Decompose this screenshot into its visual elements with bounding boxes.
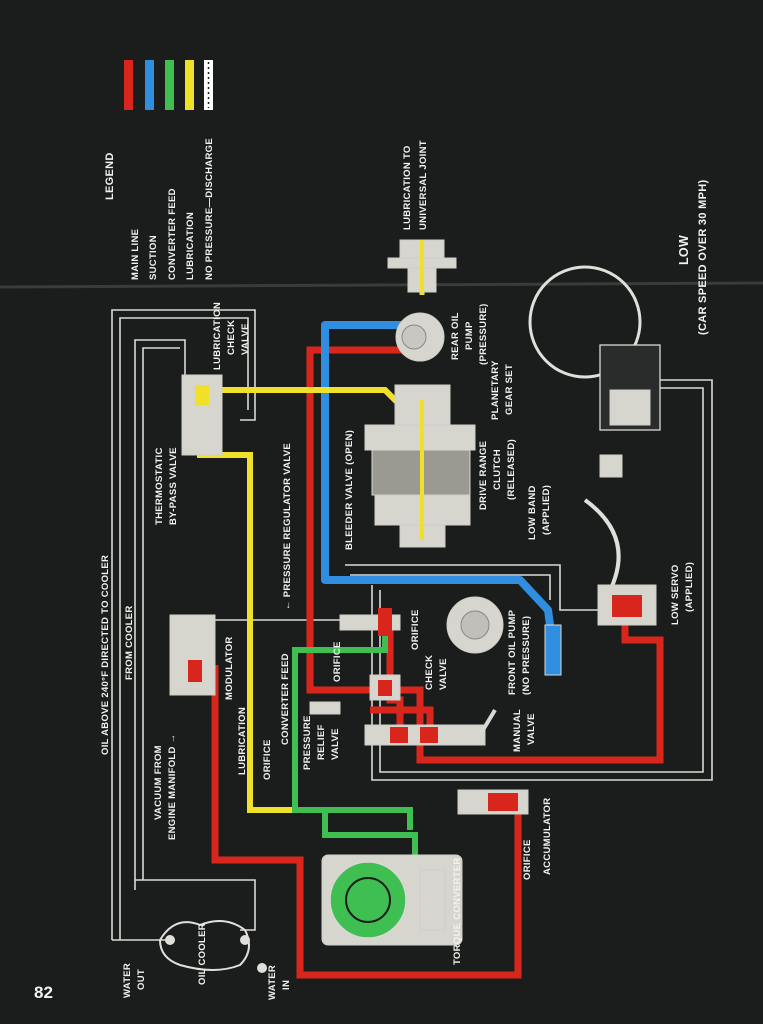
label-lube-check-3: VALVE	[240, 323, 251, 355]
diagram-title: LOW	[677, 235, 691, 265]
label-vacuum-2: ENGINE MANIFOLD →	[167, 734, 178, 840]
label-oil-above: OIL ABOVE 240°F DIRECTED TO COOLER	[100, 555, 111, 755]
legend-swatch-suction	[145, 60, 154, 110]
torque-converter	[321, 854, 463, 946]
oil-cooler	[159, 920, 267, 973]
label-accumulator: ACCUMULATOR	[542, 798, 553, 875]
label-rear-pump-2: PUMP	[464, 321, 475, 350]
label-planetary-2: GEAR SET	[504, 364, 515, 415]
legend-item-main-line: MAIN LINE	[124, 60, 141, 280]
label-orifice-c: ORIFICE	[410, 609, 421, 650]
legend-item-no-pressure: NO PRESSURE—DISCHARGE	[204, 60, 215, 280]
legend-swatch-lubrication	[185, 60, 194, 110]
label-relief-1: PRESSURE	[302, 715, 313, 770]
label-check-valve-1: CHECK	[424, 655, 435, 690]
label-bleeder-valve: BLEEDER VALVE (OPEN)	[344, 430, 355, 550]
label-front-pump-2: (NO PRESSURE)	[521, 616, 532, 695]
label-low-band-1: LOW BAND	[527, 485, 538, 540]
label-relief-3: VALVE	[330, 728, 341, 760]
legend-label-no-pressure: NO PRESSURE—DISCHARGE	[204, 138, 215, 280]
pressure-relief-valve	[309, 701, 341, 715]
label-water-in-1: WATER	[267, 965, 278, 1000]
label-rear-pump-1: REAR OIL	[450, 312, 461, 360]
legend-label-suction: SUCTION	[148, 235, 159, 280]
front-oil-pump	[446, 596, 504, 654]
legend-label-lubrication: LUBRICATION	[185, 212, 196, 280]
label-converter-feed: CONVERTER FEED	[280, 653, 291, 745]
label-front-pump-1: FRONT OIL PUMP	[507, 609, 518, 695]
legend-label-main-line: MAIN LINE	[130, 229, 141, 280]
label-water-out-1: WATER	[122, 963, 133, 998]
label-from-cooler: FROM COOLER	[124, 605, 135, 680]
thermostatic-bypass-valve	[181, 374, 223, 456]
label-drive-clutch-1: DRIVE RANGE	[478, 441, 489, 510]
label-vacuum-1: VACUUM FROM	[153, 745, 164, 820]
label-torque-converter: TORQUE CONVERTER	[452, 857, 463, 965]
universal-joint-fitting	[387, 239, 457, 293]
label-water-out-2: OUT	[136, 969, 147, 990]
label-lubrication: LUBRICATION	[237, 707, 248, 775]
manual-valve	[364, 708, 497, 746]
label-modulator: MODULATOR	[224, 636, 235, 700]
suction-path	[321, 321, 556, 641]
page-number: 82	[34, 983, 53, 1002]
low-band	[528, 265, 661, 602]
legend-label-converter-feed: CONVERTER FEED	[167, 188, 178, 280]
label-low-servo-1: LOW SERVO	[670, 564, 681, 625]
label-planetary-1: PLANETARY	[490, 360, 501, 420]
legend-item-lubrication: LUBRICATION	[185, 60, 196, 280]
label-rear-pump-3: (PRESSURE)	[478, 303, 489, 365]
label-lube-check-2: CHECK	[226, 320, 237, 355]
label-manual-2: VALVE	[526, 713, 537, 745]
label-lube-universal-2: UNIVERSAL JOINT	[418, 140, 429, 230]
label-lube-universal-1: LUBRICATION TO	[402, 145, 413, 230]
label-manual-1: MANUAL	[512, 709, 523, 752]
label-check-valve-2: VALVE	[438, 658, 449, 690]
discharge-lines	[111, 309, 713, 941]
label-low-band-2: (APPLIED)	[541, 485, 552, 535]
modulator	[169, 614, 216, 696]
rear-oil-pump	[395, 312, 445, 362]
legend-swatch-converter-feed	[165, 60, 174, 110]
label-orifice-a: ORIFICE	[262, 739, 273, 780]
diagram-subtitle: (CAR SPEED OVER 30 MPH)	[697, 180, 709, 335]
label-thermostatic-1: THERMOSTATIC	[154, 447, 165, 525]
label-thermostatic-2: BY-PASS VALVE	[168, 447, 179, 525]
label-oil-cooler: OIL COOLER	[197, 923, 208, 985]
low-servo	[597, 454, 657, 626]
legend-swatch-no-pressure	[204, 60, 213, 110]
label-relief-2: RELIEF	[316, 724, 327, 760]
legend-item-suction: SUCTION	[145, 60, 159, 280]
page-fold	[0, 281, 763, 289]
pressure-regulator-valve	[339, 608, 401, 636]
label-orifice-b: ORIFICE	[332, 641, 343, 682]
legend-swatch-main-line	[124, 60, 133, 110]
label-orifice-d: ORIFICE	[522, 839, 533, 880]
label-low-servo-2: (APPLIED)	[684, 562, 695, 612]
label-drive-clutch-2: CLUTCH	[492, 449, 503, 490]
accumulator	[457, 789, 529, 815]
legend-item-converter-feed: CONVERTER FEED	[165, 60, 178, 280]
legend-title: LEGEND	[104, 152, 116, 200]
converter-feed-path	[292, 630, 418, 870]
check-valve	[369, 674, 401, 701]
suction-screen	[544, 624, 562, 676]
planetary-clutch-assembly	[364, 384, 476, 548]
label-lube-check-1: LUBRICATION	[212, 302, 223, 370]
legend: LEGEND MAIN LINE SUCTION CONVERTER FEED …	[104, 60, 215, 280]
label-water-in-2: IN	[281, 980, 292, 990]
label-pressure-regulator: ← PRESSURE REGULATOR VALVE	[282, 443, 293, 610]
label-drive-clutch-3: (RELEASED)	[506, 439, 517, 500]
